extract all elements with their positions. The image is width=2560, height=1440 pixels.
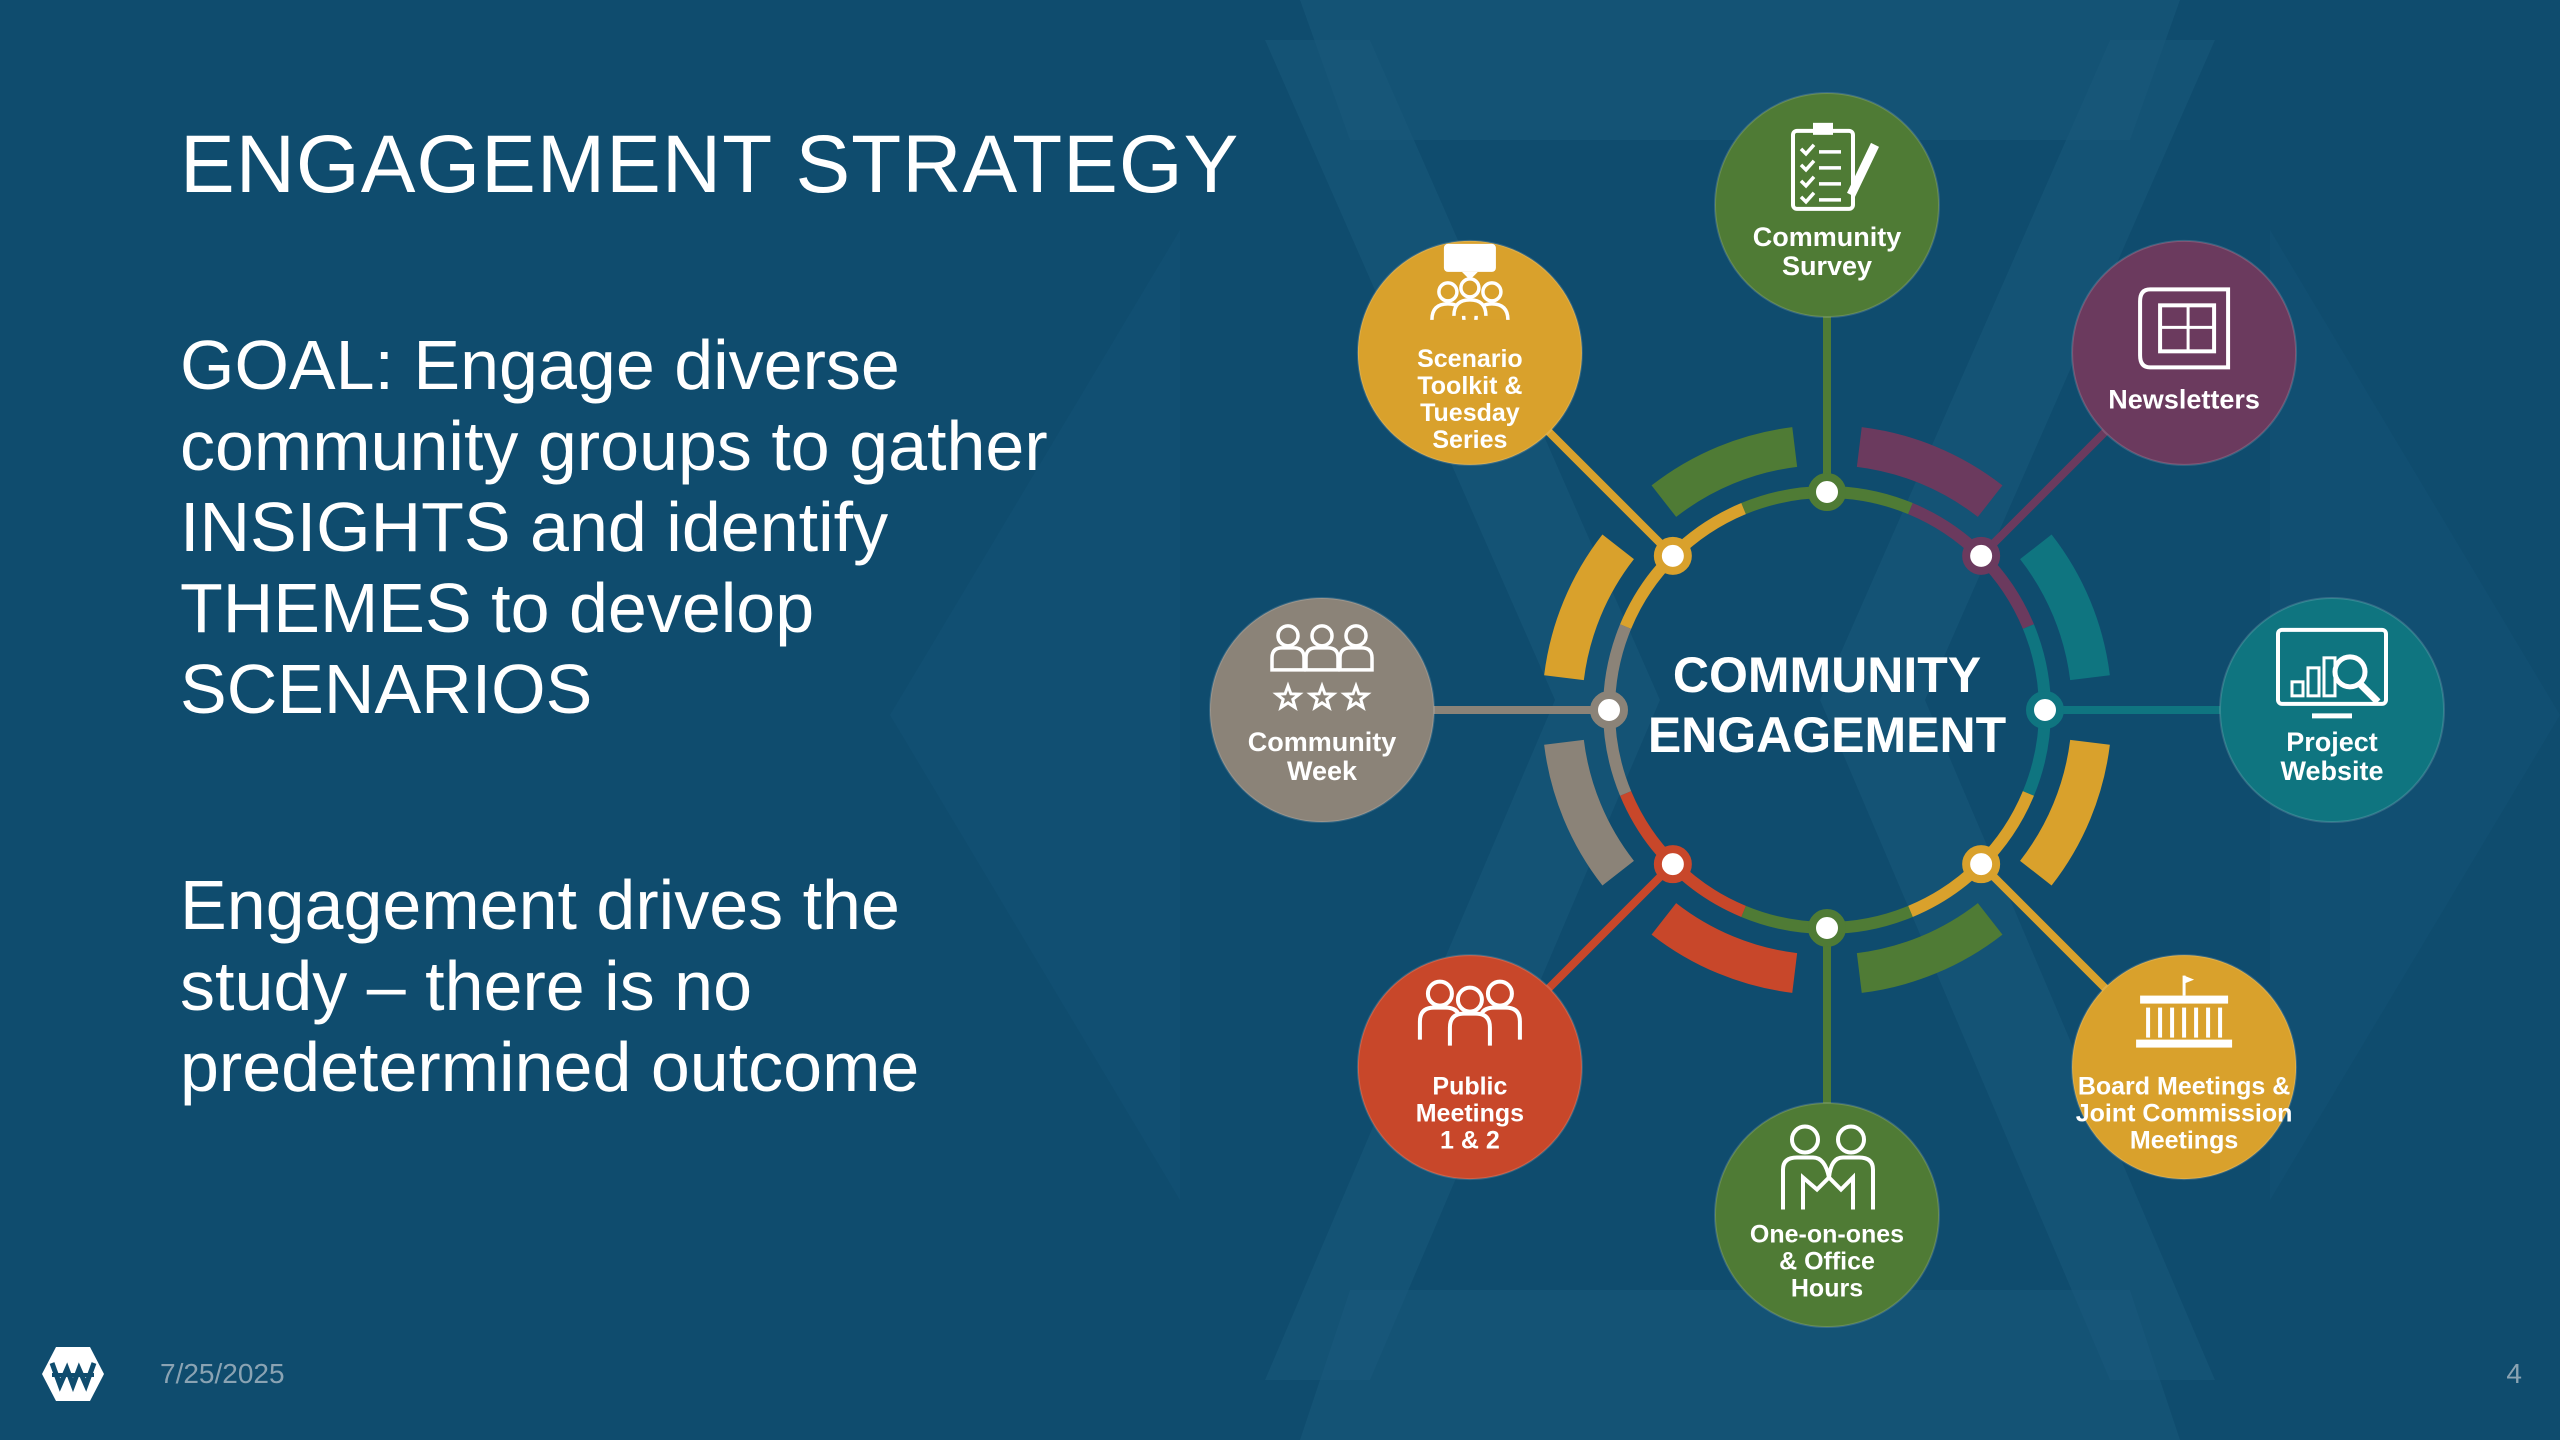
ring-dot-public-meetings [1653, 845, 1692, 884]
diagram-nodes: CommunitySurveyNewslettersProjectWebsite… [1209, 92, 2445, 1328]
outer-arc-one-on-ones [1651, 902, 1798, 993]
node-label-board-meetings-2: Joint Commission [2076, 1100, 2293, 1128]
ring-dot-newsletters [1962, 536, 2001, 575]
node-circle-community-week [1209, 597, 1435, 823]
diagram-outer-arcs [1544, 427, 2110, 993]
engagement-statement: Engagement drives the study – there is n… [180, 866, 920, 1106]
node-label-one-on-ones-2: & Office [1779, 1248, 1875, 1276]
newsletter-icon [2138, 287, 2231, 370]
two-people-meeting-icon [1781, 1124, 1875, 1210]
node-label-public-meetings-1: Public [1432, 1073, 1507, 1101]
presentation-group-icon [1430, 243, 1510, 320]
organization-logo [42, 1347, 104, 1401]
outer-arc-community-survey [1856, 427, 2003, 518]
node-label-board-meetings-1: Board Meetings & [2078, 1073, 2291, 1101]
node-label-public-meetings-2: Meetings [1416, 1100, 1524, 1128]
community-engagement-diagram: CommunitySurveyNewslettersProjectWebsite… [1209, 92, 2445, 1328]
ring-dot-board-meetings [1962, 845, 2001, 884]
outer-arc-scenario-toolkit [1651, 427, 1798, 518]
slide-title: ENGAGEMENT STRATEGY [180, 119, 1240, 210]
outer-arc-community-week [1544, 534, 1635, 681]
node-label-project-website-1: Project [2286, 727, 2378, 757]
node-circle-scenario-toolkit [1356, 239, 1583, 466]
node-label-scenario-toolkit-2: Toolkit & [1417, 372, 1522, 400]
node-label-board-meetings-3: Meetings [2130, 1127, 2238, 1155]
page-number: 4 [2506, 1358, 2522, 1389]
node-circle-one-on-ones [1714, 1102, 1940, 1328]
node-label-scenario-toolkit-3: Tuesday [1420, 399, 1520, 427]
outer-arc-newsletters [2019, 534, 2110, 681]
group-people-icon [1417, 979, 1522, 1046]
node-label-project-website-2: Website [2280, 756, 2383, 786]
clipboard-checklist-icon [1791, 122, 1879, 211]
ring-dot-scenario-toolkit [1653, 536, 1692, 575]
website-analytics-icon [2276, 627, 2388, 719]
center-label-line-2: ENGAGEMENT [1648, 707, 2006, 763]
node-label-community-survey-2: Survey [1782, 251, 1872, 281]
people-stars-icon [1270, 624, 1374, 712]
node-label-scenario-toolkit-4: Series [1432, 426, 1507, 454]
outer-arc-project-website [2019, 739, 2110, 886]
node-newsletters: Newsletters [2071, 239, 2298, 466]
node-circle-board-meetings [2071, 954, 2298, 1181]
ring-dot-project-website [2026, 691, 2064, 729]
node-circle-public-meetings [1356, 954, 1583, 1181]
node-label-scenario-toolkit-1: Scenario [1417, 345, 1523, 373]
node-label-community-survey-1: Community [1753, 222, 1902, 252]
ring-dot-community-survey [1808, 473, 1846, 511]
goal-statement: GOAL: Engage diverse community groups to… [180, 326, 1048, 728]
center-label-line-1: COMMUNITY [1673, 647, 1981, 703]
node-label-community-week-2: Week [1287, 756, 1358, 786]
diagram-ring-dots [1590, 473, 2064, 947]
node-label-one-on-ones-3: Hours [1791, 1275, 1863, 1303]
outer-arc-public-meetings [1544, 739, 1635, 886]
node-label-newsletters-1: Newsletters [2108, 384, 2260, 414]
footer-date: 7/25/2025 [160, 1358, 285, 1389]
node-circle-community-survey [1714, 92, 1940, 318]
ring-dot-community-week [1590, 691, 1628, 729]
node-label-one-on-ones-1: One-on-ones [1750, 1221, 1904, 1249]
node-label-community-week-1: Community [1248, 727, 1397, 757]
node-label-public-meetings-3: 1 & 2 [1440, 1127, 1500, 1155]
ring-dot-one-on-ones [1808, 909, 1846, 947]
capitol-building-icon [2136, 975, 2233, 1048]
outer-arc-board-meetings [1856, 902, 2003, 993]
